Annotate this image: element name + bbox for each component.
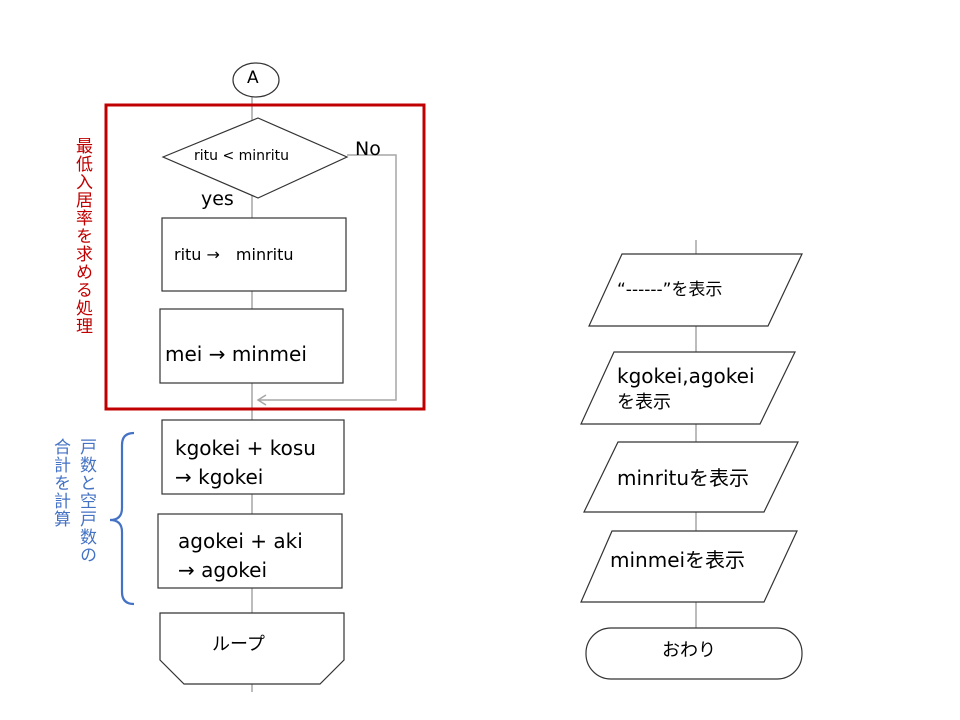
highlight-box (104, 103, 426, 411)
highlight-box-note: 最低入居率を求める処理 (72, 137, 92, 335)
decision-text: ritu < minritu (194, 148, 290, 164)
connector-circle (232, 62, 280, 98)
out2-shape (580, 351, 796, 425)
out3-text: minrituを表示 (617, 466, 750, 490)
connector-label: A (247, 68, 259, 88)
out2-line1: kgokei,agokei (617, 364, 755, 388)
no-label: No (355, 138, 381, 160)
no-branch-line (258, 154, 397, 401)
terminal-shape (585, 627, 803, 680)
step4-line1: agokei + aki (178, 529, 303, 553)
terminal-text: おわり (662, 640, 716, 661)
out3-shape (583, 441, 799, 513)
loop-end-text: ループ (212, 634, 265, 655)
decision-diamond (161, 117, 349, 199)
out2-line2: を表示 (617, 392, 671, 413)
out1-text: “------”を表示 (617, 280, 723, 300)
no-branch-arrowhead (256, 394, 267, 406)
step4-line2: → agokei (178, 558, 268, 582)
bracket-note-col2: 合計を計算 (50, 438, 70, 528)
out4-shape (580, 530, 798, 603)
step2-text: mei → minmei (165, 342, 307, 366)
step2-box (159, 308, 344, 384)
step3-line2: → kgokei (175, 465, 264, 489)
step4-box (157, 513, 343, 589)
step1-box (161, 217, 347, 292)
out4-text: minmeiを表示 (610, 548, 746, 572)
out1-shape (588, 253, 803, 327)
step3-box (161, 419, 345, 495)
loop-end-shape (159, 612, 345, 685)
step1-text: ritu → minritu (174, 245, 294, 264)
bracket-note-col1: 戸数と空戸数の (76, 438, 96, 564)
yes-label: yes (201, 188, 234, 210)
step3-line1: kgokei + kosu (175, 436, 316, 460)
curly-bracket (109, 431, 135, 606)
